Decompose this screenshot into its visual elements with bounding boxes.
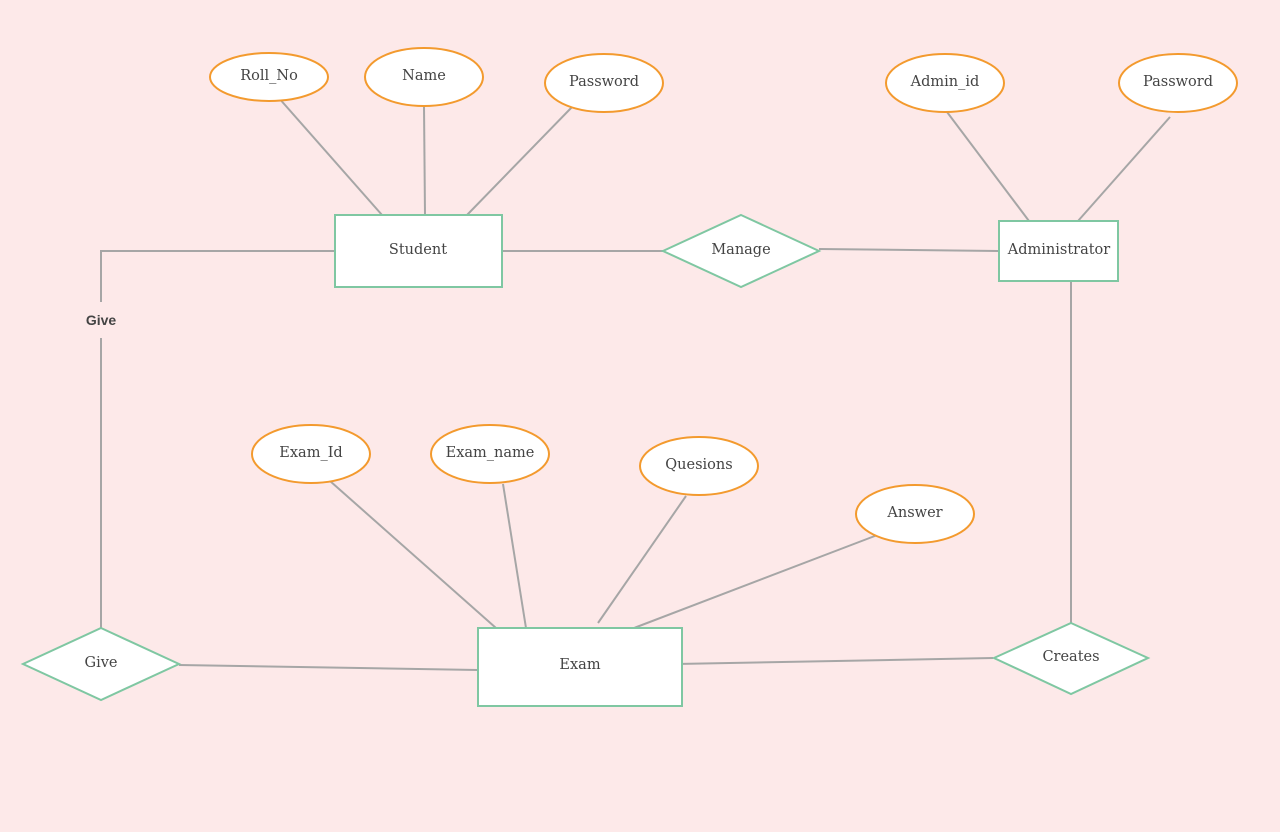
attribute-questions-label: Quesions <box>665 457 732 473</box>
entity-administrator[interactable]: Administrator <box>998 220 1119 282</box>
attribute-exam-id-label: Exam_Id <box>279 445 342 461</box>
attribute-answer-label: Answer <box>886 505 942 521</box>
attribute-name-label: Name <box>402 68 446 84</box>
attribute-admin-id-ellipse <box>885 53 1005 113</box>
attribute-roll-no-label: Roll_No <box>240 68 298 84</box>
entity-student-box <box>334 214 503 288</box>
relationship-manage-diamond <box>660 213 822 289</box>
attribute-student-password-label: Password <box>569 74 639 90</box>
connector-password-administrator <box>1077 116 1171 222</box>
entity-administrator-box <box>998 220 1119 282</box>
entity-student[interactable]: Student <box>334 214 503 288</box>
attribute-admin-id[interactable]: Admin_id <box>885 53 1005 113</box>
connector-manage-administrator <box>818 248 999 252</box>
attribute-admin-password[interactable]: Password <box>1118 53 1238 113</box>
relationship-creates[interactable]: Creates <box>991 621 1151 696</box>
relationship-manage-label: Manage <box>711 242 770 258</box>
attribute-questions[interactable]: Quesions <box>639 436 759 496</box>
relationship-creates-diamond <box>991 621 1151 696</box>
relationship-give-diamond <box>20 626 182 702</box>
attribute-questions-ellipse <box>639 436 759 496</box>
entity-administrator-label: Administrator <box>1007 242 1111 258</box>
entity-exam[interactable]: Exam <box>477 627 683 707</box>
attribute-admin-password-ellipse <box>1118 53 1238 113</box>
attribute-name[interactable]: Name <box>364 47 484 107</box>
connector-password-student <box>466 105 574 216</box>
connector-answer-exam <box>633 533 881 629</box>
connector-name-student <box>423 105 426 216</box>
edge-label-give: Give <box>86 312 117 328</box>
attribute-exam-id[interactable]: Exam_Id <box>251 424 371 484</box>
attribute-roll-no[interactable]: Roll_No <box>209 52 329 102</box>
connector-give-exam <box>178 664 479 671</box>
attribute-answer-ellipse <box>855 484 975 544</box>
attribute-name-ellipse <box>364 47 484 107</box>
attribute-exam-name[interactable]: Exam_name <box>430 424 550 484</box>
connector-examid-exam <box>329 480 497 629</box>
connector-student-give-top <box>100 250 334 302</box>
attribute-admin-id-label: Admin_id <box>910 74 980 90</box>
connector-adminid-administrator <box>943 107 1030 222</box>
attribute-exam-id-ellipse <box>251 424 371 484</box>
attribute-roll-no-ellipse <box>209 52 329 102</box>
connectors <box>100 96 1171 671</box>
entity-exam-box <box>477 627 683 707</box>
attribute-answer[interactable]: Answer <box>855 484 975 544</box>
connector-examname-exam <box>502 483 527 629</box>
entity-exam-label: Exam <box>559 657 600 673</box>
connector-rollno-student <box>277 96 383 216</box>
connector-exam-creates <box>675 657 994 665</box>
entity-student-label: Student <box>389 242 447 258</box>
attribute-student-password[interactable]: Password <box>544 53 664 113</box>
attribute-exam-name-label: Exam_name <box>446 445 535 461</box>
attribute-student-password-ellipse <box>544 53 664 113</box>
relationship-give[interactable]: Give <box>20 626 182 702</box>
relationship-give-label: Give <box>85 655 118 671</box>
relationship-manage[interactable]: Manage <box>660 213 822 289</box>
relationship-creates-label: Creates <box>1042 649 1099 665</box>
attribute-admin-password-label: Password <box>1143 74 1213 90</box>
connector-questions-exam <box>597 495 687 624</box>
attribute-exam-name-ellipse <box>430 424 550 484</box>
